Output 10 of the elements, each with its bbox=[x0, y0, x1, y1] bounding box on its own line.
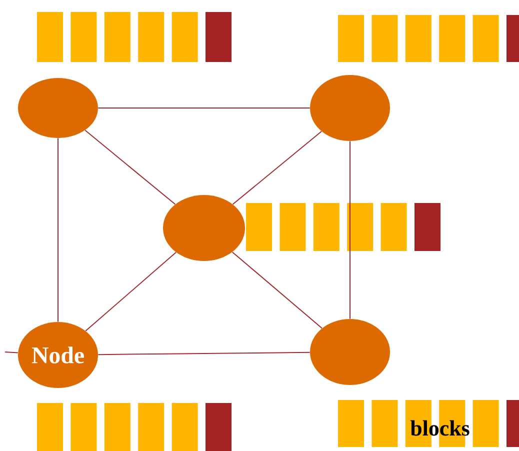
connector-line bbox=[232, 130, 322, 205]
node-ellipse bbox=[310, 75, 390, 141]
node-ellipse bbox=[310, 319, 390, 385]
node-ellipse bbox=[18, 78, 98, 138]
node-ellipse bbox=[163, 195, 245, 261]
connector-line bbox=[84, 130, 176, 205]
connector-line bbox=[98, 352, 310, 356]
connector-line bbox=[232, 252, 322, 329]
connector-line bbox=[4, 352, 18, 354]
connector-line bbox=[85, 252, 176, 332]
